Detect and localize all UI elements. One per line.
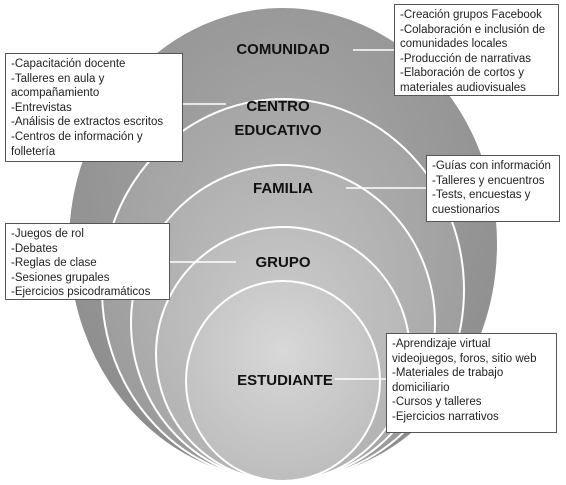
label-centro-line2: EDUCATIVO (234, 122, 322, 139)
list-item: -Análisis de extractos escritos (11, 116, 164, 129)
list-item: -Entrevistas (11, 101, 72, 114)
label-centro-educativo: CENTRO EDUCATIVO (223, 95, 333, 143)
callout-estudiante-list: -Aprendizaje virtual videojuegos, foros,… (392, 337, 551, 425)
label-centro-line1: CENTRO (246, 98, 310, 115)
list-item: -Ejercicios narrativos (392, 410, 499, 423)
callout-familia: -Guías con información -Talleres y encue… (426, 155, 560, 222)
list-item: -Elaboración de cortos y materiales audi… (400, 67, 526, 94)
list-item: -Talleres en aula y acompañamiento (11, 72, 105, 100)
callout-familia-list: -Guías con información -Talleres y encue… (432, 159, 554, 217)
list-item: -Debates (11, 242, 58, 255)
list-item: -Materiales de trabajo domiciliario (392, 367, 504, 394)
label-grupo: GRUPO (255, 254, 311, 271)
list-item: -Reglas de clase (11, 257, 97, 270)
list-item: -Sesiones grupales (11, 271, 110, 284)
callout-comunidad-list: -Creación grupos Facebook -Colaboración … (400, 8, 553, 96)
circle-estudiante (185, 280, 381, 482)
callout-grupo: -Juegos de rol -Debates -Reglas de clase… (5, 223, 170, 300)
callout-centro-educativo: -Capacitación docente -Talleres en aula … (5, 53, 183, 162)
list-item: -Ejercicios psicodramáticos (11, 286, 151, 299)
callout-comunidad: -Creación grupos Facebook -Colaboración … (394, 4, 559, 96)
list-item: -Guías con información (432, 160, 551, 172)
list-item: -Cursos y talleres (392, 396, 482, 409)
list-item: -Colaboración e inclusión de comunidades… (400, 23, 546, 51)
label-estudiante: ESTUDIANTE (237, 372, 333, 389)
callout-estudiante: -Aprendizaje virtual videojuegos, foros,… (386, 333, 557, 433)
callout-centro-list: -Capacitación docente -Talleres en aula … (11, 57, 177, 159)
list-item: -Producción de narrativas (400, 52, 532, 65)
label-familia: FAMILIA (253, 180, 313, 197)
label-comunidad: COMUNIDAD (236, 41, 330, 58)
list-item: -Capacitación docente (11, 58, 126, 70)
list-item: -Aprendizaje virtual videojuegos, foros,… (392, 338, 537, 365)
list-item: -Creación grupos Facebook (400, 9, 542, 21)
callout-grupo-list: -Juegos de rol -Debates -Reglas de clase… (11, 227, 164, 300)
list-item: -Juegos de rol (11, 228, 84, 240)
list-item: -Tests, encuestas y cuestionarios (432, 189, 531, 216)
list-item: -Talleres y encuentros (432, 174, 545, 187)
list-item: -Centros de información y folletería (11, 130, 143, 158)
